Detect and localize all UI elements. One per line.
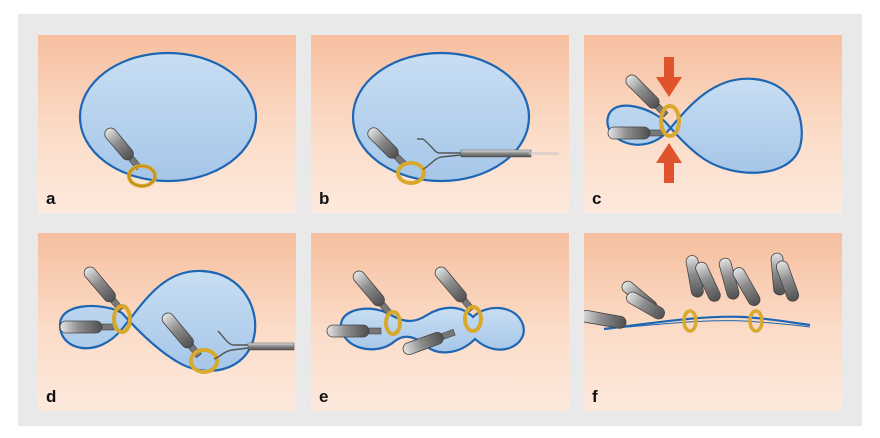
panel-label-c: c <box>592 189 601 209</box>
panel-f: f <box>584 233 842 411</box>
panel-label-e: e <box>319 387 328 407</box>
panel-f-illustration <box>584 233 842 411</box>
panel-b-illustration <box>311 35 569 213</box>
panel-c-illustration <box>584 35 842 213</box>
fluid-sac <box>80 53 256 181</box>
panel-label-b: b <box>319 189 329 209</box>
panel-label-f: f <box>592 387 598 407</box>
panel-a: a <box>38 35 296 213</box>
panel-label-a: a <box>46 189 55 209</box>
panel-d: d <box>38 233 296 411</box>
panel-e-illustration <box>311 233 569 411</box>
fluid-sac <box>353 53 529 181</box>
panel-c: c <box>584 35 842 213</box>
panel-b: b <box>311 35 569 213</box>
figure-frame: a b <box>18 14 862 426</box>
panel-label-d: d <box>46 387 56 407</box>
panel-a-illustration <box>38 35 296 213</box>
panel-d-illustration <box>38 233 296 411</box>
panel-e: e <box>311 233 569 411</box>
